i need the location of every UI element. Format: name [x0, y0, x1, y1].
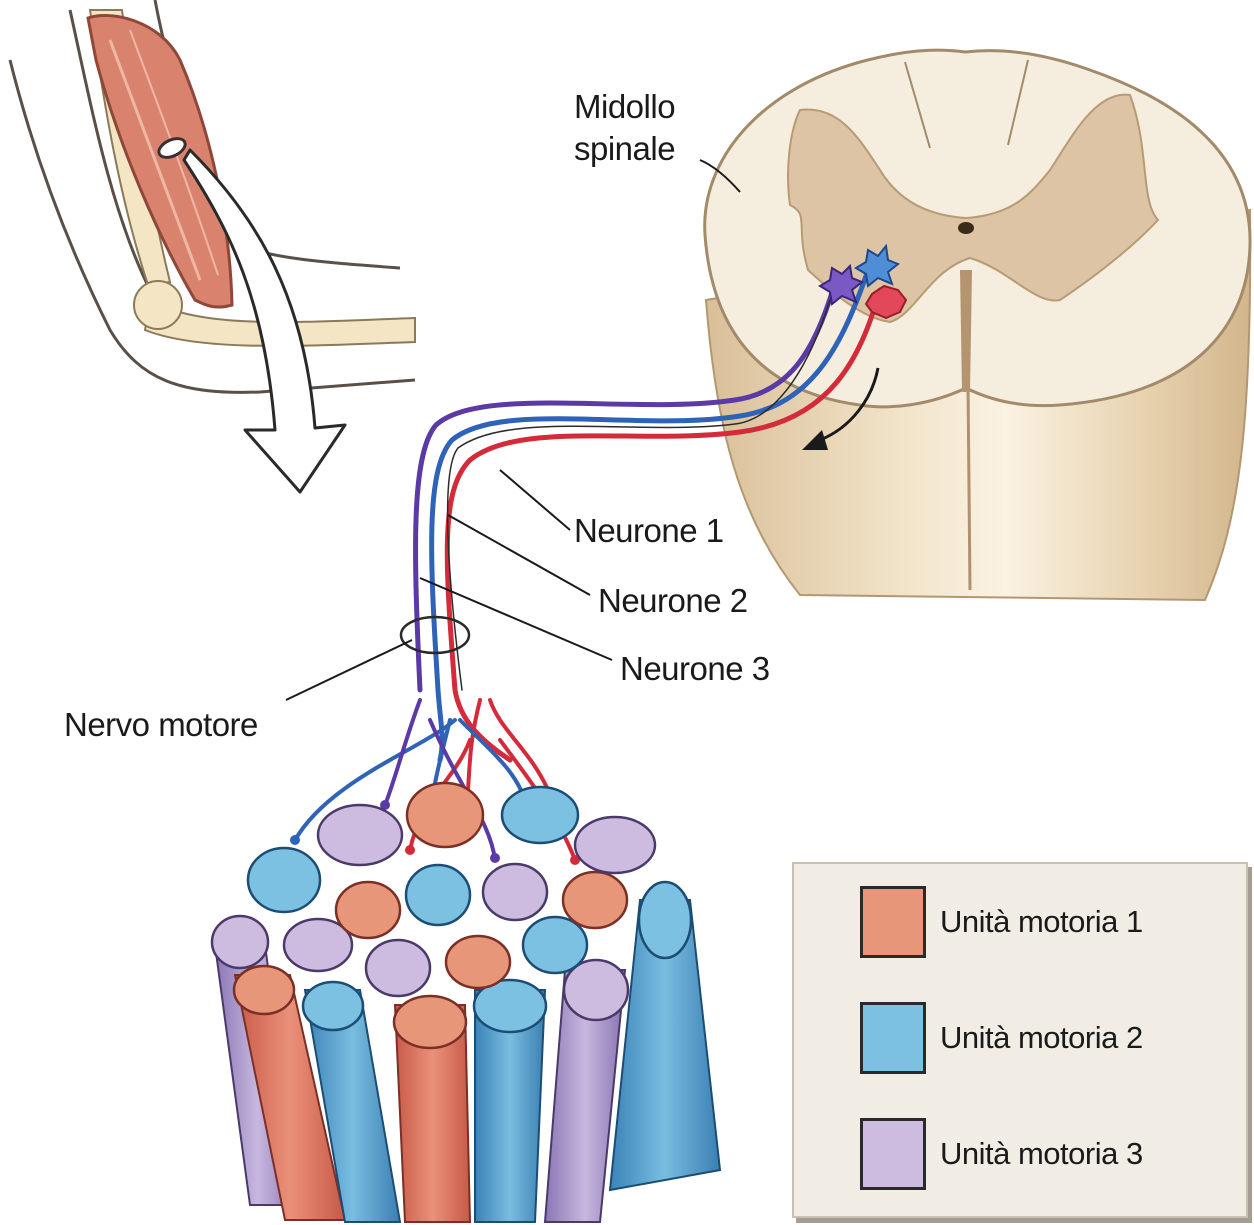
legend-swatch-motor-unit-3 — [860, 1118, 926, 1190]
legend-label-motor-unit-2: Unità motoria 2 — [940, 1020, 1143, 1056]
motor-nerve-label: Nervo motore — [64, 706, 258, 744]
spinal-cord-label-line2: spinale — [574, 130, 675, 168]
neuron-3-label: Neurone 3 — [620, 650, 770, 688]
legend-label-motor-unit-1: Unità motoria 1 — [940, 904, 1143, 940]
legend-label-motor-unit-3: Unità motoria 3 — [940, 1136, 1143, 1172]
neuron-1-label: Neurone 1 — [574, 512, 724, 550]
legend-swatch-motor-unit-2 — [860, 1002, 926, 1074]
legend-item-motor-unit-3: Unità motoria 3 — [860, 1114, 1143, 1194]
spinal-cord-illustration — [700, 50, 1250, 600]
legend-swatch-motor-unit-1 — [860, 886, 926, 958]
legend: Unità motoria 1 Unità motoria 2 Unità mo… — [792, 862, 1248, 1218]
spinal-cord-label-line1: Midollo — [574, 88, 675, 126]
neuron-2-label: Neurone 2 — [598, 582, 748, 620]
muscle-fiber-bundle — [212, 783, 720, 1222]
legend-item-motor-unit-2: Unità motoria 2 — [860, 998, 1143, 1078]
arm-illustration — [10, 0, 415, 492]
legend-item-motor-unit-1: Unità motoria 1 — [860, 882, 1143, 962]
